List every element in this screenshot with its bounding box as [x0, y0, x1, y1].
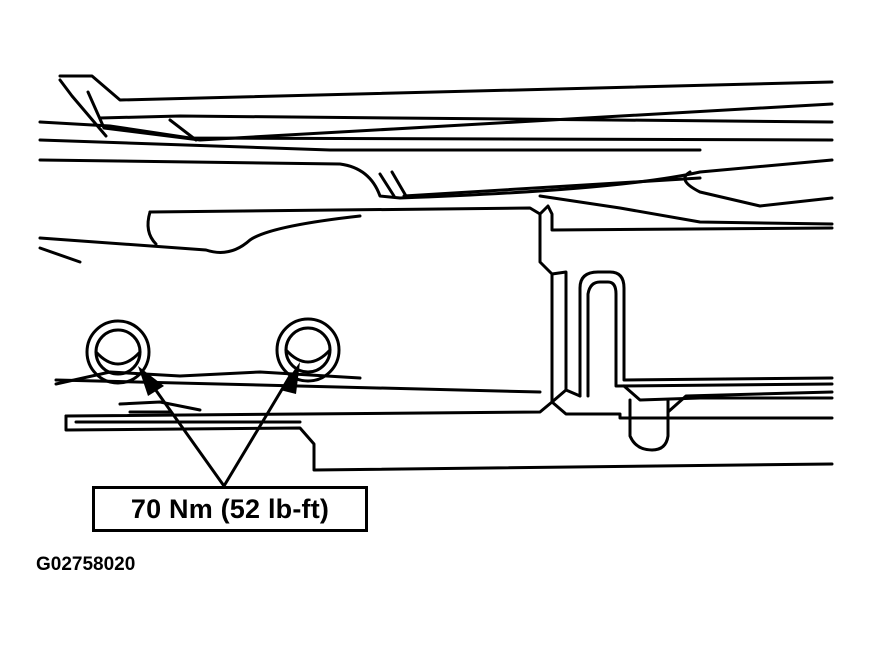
arrowhead-left [138, 366, 164, 396]
arrowhead-right [280, 362, 300, 394]
leader-lines [148, 374, 292, 488]
torque-spec-label: 70 Nm (52 lb-ft) [130, 493, 330, 524]
upper-rail-lines [38, 74, 834, 152]
detail-marks [118, 400, 202, 414]
bracket-body [54, 204, 834, 472]
contoured-panel [38, 158, 834, 264]
bolt-left [85, 319, 151, 385]
torque-callout: 70 Nm (52 lb-ft) [92, 486, 368, 532]
bolt-right [275, 317, 341, 383]
channel-flange [550, 270, 834, 452]
figure-id-label: G02758020 [36, 554, 136, 575]
